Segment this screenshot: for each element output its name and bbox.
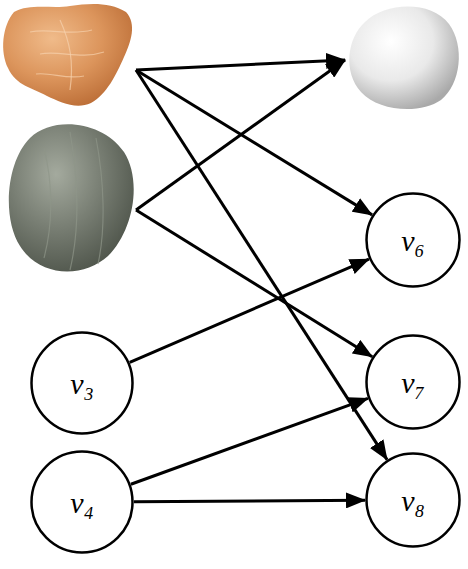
pebble-texture (36, 74, 84, 77)
vertex-circle: v₃ (30, 331, 134, 435)
circle-outline (367, 336, 460, 429)
arrow-connector (131, 398, 368, 484)
vertex-circle: v₄ (30, 450, 134, 554)
pebble-texture (96, 138, 103, 264)
vertex-label: v₈ (401, 484, 425, 517)
vertex-circle: v₈ (365, 452, 461, 548)
pebble-picture (345, 2, 461, 108)
pebble-texture (70, 132, 77, 270)
pebble-texture (40, 52, 104, 55)
circle-outline (367, 194, 460, 287)
arrow-connector (136, 70, 387, 460)
pebble-vertex (0, 2, 136, 108)
arrow-connector (134, 500, 365, 501)
arrow-connector (136, 60, 345, 70)
pebble-texture (30, 30, 92, 32)
arrow-connector (136, 60, 345, 210)
arrow-connector (136, 210, 372, 357)
vertex-label: v₆ (401, 224, 425, 257)
vertex-label: v₇ (401, 366, 425, 399)
circle-outline (367, 454, 460, 547)
vertex-circle: v₇ (365, 334, 461, 430)
circle-outline (32, 333, 133, 434)
vertex-label: v₃ (70, 367, 94, 400)
pebble-texture (44, 148, 51, 258)
pebble-shape (3, 4, 132, 106)
arrow-connector (130, 259, 369, 362)
pebble-shape (349, 7, 459, 110)
pebble-picture (0, 2, 136, 108)
pebble-shape (9, 124, 134, 271)
circle-outline (32, 452, 133, 553)
arrow-connector (136, 70, 372, 215)
pebble-picture (4, 118, 136, 276)
vertex-label: v₄ (70, 486, 94, 519)
pebble-texture (60, 20, 72, 90)
vertex-circle: v₆ (365, 192, 461, 288)
pebble-vertex (4, 118, 136, 276)
pebble-vertex (345, 2, 461, 108)
